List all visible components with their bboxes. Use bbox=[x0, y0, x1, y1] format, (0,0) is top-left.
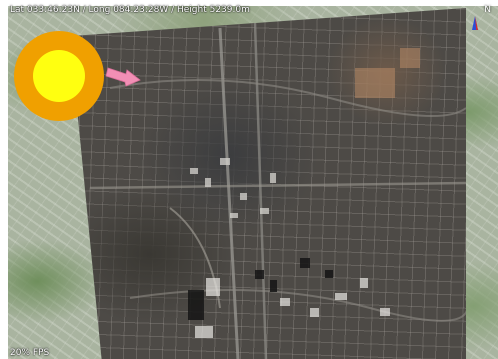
coordinate-readout: Lat 033:46:23N / Long 084:23:28W / Heigh… bbox=[10, 5, 250, 15]
street-grid bbox=[89, 22, 466, 359]
compass-widget[interactable] bbox=[472, 4, 494, 32]
fps-counter: 20% FPS bbox=[10, 348, 50, 358]
sun-lighting-control[interactable] bbox=[14, 30, 144, 122]
pink-arrow-icon[interactable] bbox=[105, 67, 141, 87]
north-arrow-icon bbox=[472, 16, 478, 30]
sun-icon[interactable] bbox=[14, 31, 104, 121]
compass-north-label: N bbox=[484, 5, 491, 15]
